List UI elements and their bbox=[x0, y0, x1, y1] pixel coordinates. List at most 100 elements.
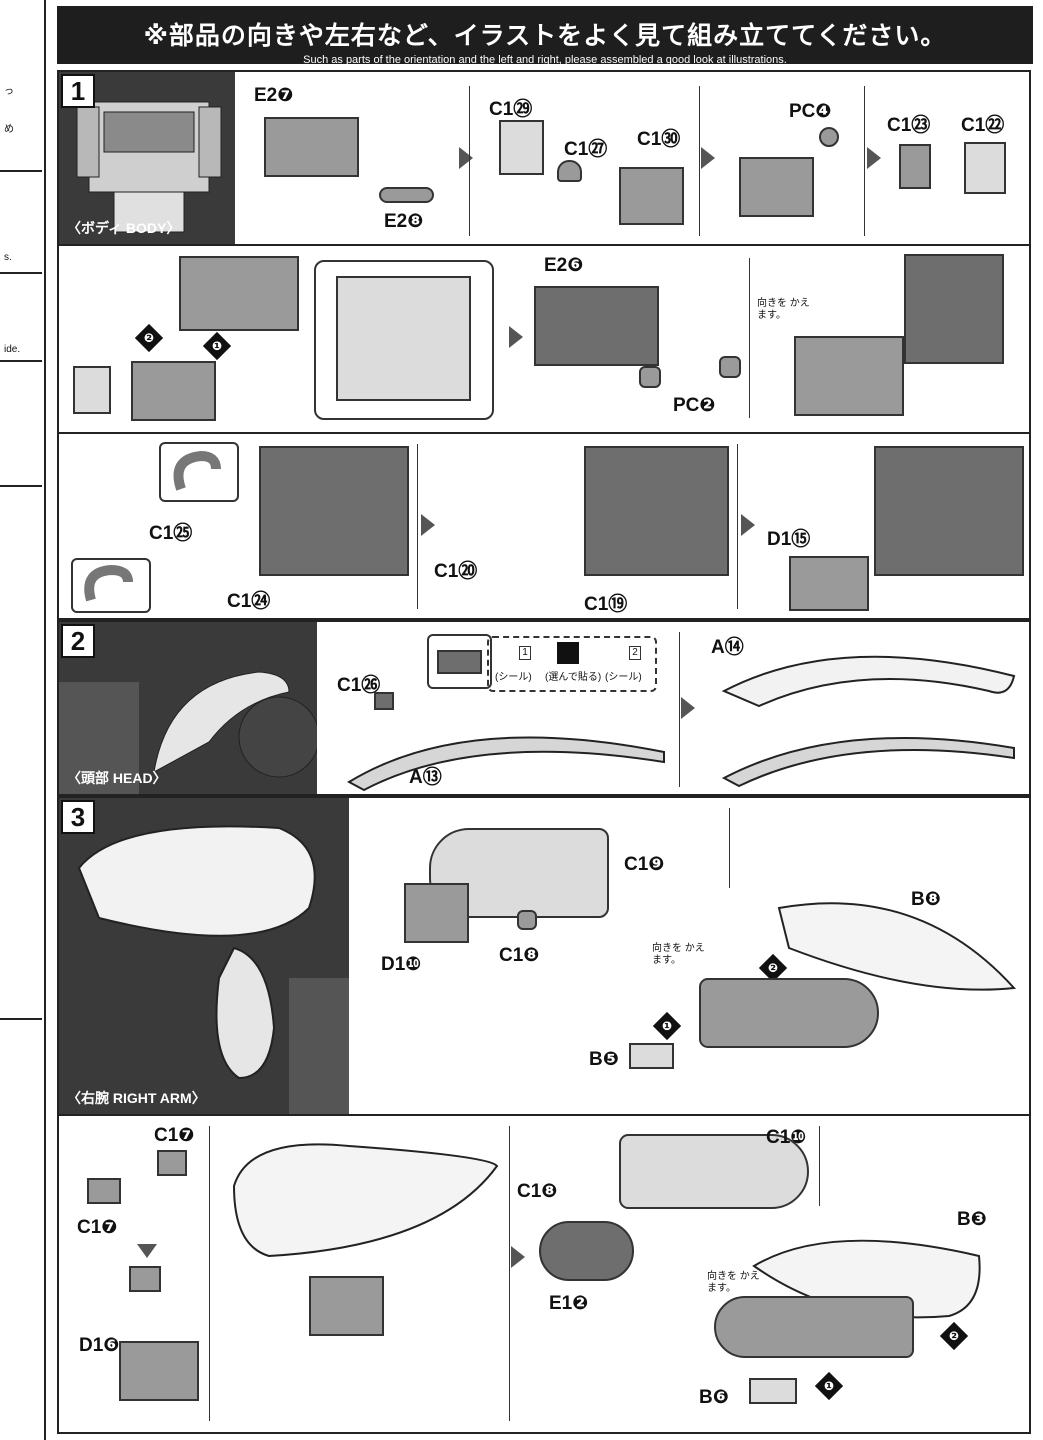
part-b5 bbox=[629, 1043, 674, 1069]
tube-icon bbox=[173, 450, 221, 491]
step-number: 1 bbox=[61, 74, 95, 108]
part-torso bbox=[584, 446, 729, 576]
part-label: E2❼ bbox=[254, 85, 294, 106]
strip-divider bbox=[0, 360, 42, 362]
part-c1-27 bbox=[557, 160, 582, 182]
strip-text: っ bbox=[4, 86, 14, 97]
part-label: C1㉒ bbox=[961, 115, 1005, 136]
divider bbox=[864, 86, 865, 236]
callout-box bbox=[427, 634, 492, 689]
strip-divider bbox=[0, 1018, 42, 1020]
part-label: C1❼ bbox=[154, 1125, 195, 1146]
part-label: B❻ bbox=[699, 1387, 729, 1408]
strip-divider bbox=[0, 272, 42, 274]
callout-box bbox=[314, 260, 494, 420]
step-arrow bbox=[509, 326, 523, 348]
part-assembly bbox=[739, 157, 814, 217]
part-label: A⑬ bbox=[409, 767, 442, 788]
head-photo-graphic bbox=[59, 671, 317, 794]
part-label: C1❿ bbox=[766, 1127, 807, 1148]
part-back bbox=[904, 254, 1004, 364]
tube-icon bbox=[84, 564, 133, 602]
sticker-seal: (シール) bbox=[605, 672, 642, 683]
part-label: PC❹ bbox=[789, 101, 832, 122]
part-b8 bbox=[777, 902, 1017, 991]
part-c1-8 bbox=[517, 910, 537, 930]
sticker-number: 1 bbox=[519, 646, 531, 660]
part-label: C1❾ bbox=[624, 854, 665, 875]
order-badge: ❷ bbox=[134, 323, 164, 353]
photo-label: 〈右腕 RIGHT ARM〉 bbox=[67, 1090, 206, 1106]
head-photo: 2 〈頭部 HEAD〉 bbox=[59, 622, 317, 794]
sticker-seal: (シール) bbox=[495, 672, 532, 683]
strip-divider bbox=[0, 170, 42, 172]
body-photo-graphic bbox=[76, 101, 222, 233]
part-c1-7 bbox=[87, 1178, 121, 1204]
part-arm-shell bbox=[699, 978, 879, 1048]
strip-divider bbox=[0, 485, 42, 487]
step-number: 2 bbox=[61, 624, 95, 658]
part-d1-6 bbox=[119, 1341, 199, 1401]
part-label: B❺ bbox=[589, 1049, 619, 1070]
step-arrow bbox=[701, 147, 715, 169]
divider bbox=[749, 258, 750, 418]
body-photo: 1 〈ボディ BODY〉 bbox=[59, 72, 235, 244]
sticker-choose-icon bbox=[557, 642, 579, 664]
part-c1-30 bbox=[619, 167, 684, 225]
part-c1-7 bbox=[157, 1150, 187, 1176]
photo-label: 〈ボディ BODY〉 bbox=[67, 220, 181, 236]
part-c1-26-zoom bbox=[437, 650, 482, 674]
part-e2-8 bbox=[379, 187, 434, 203]
divider bbox=[729, 808, 730, 888]
part-label: D1⑮ bbox=[767, 529, 811, 550]
part-label: C1㉙ bbox=[489, 99, 533, 120]
part-pc2 bbox=[719, 356, 741, 378]
part-label: C1㉗ bbox=[564, 139, 608, 160]
part-c1-23 bbox=[899, 144, 931, 189]
step-arrow bbox=[421, 514, 435, 536]
strip-text: s. bbox=[4, 252, 12, 263]
step-arrow bbox=[459, 147, 473, 169]
part-label: D1❻ bbox=[79, 1335, 120, 1356]
part-a13 bbox=[346, 736, 665, 792]
step1-row1: 1 〈ボディ BODY〉 E2❼ E2❽ C1㉙ C1㉗ C1㉚ PC❹ C1㉓… bbox=[57, 70, 1031, 246]
strip-text: ide. bbox=[4, 344, 21, 355]
step-arrow bbox=[511, 1246, 525, 1268]
part-label: C1❽ bbox=[499, 945, 540, 966]
down-arrow bbox=[137, 1244, 157, 1258]
part-label: C1❽ bbox=[517, 1181, 558, 1202]
orient-note: 向きを かえます。 bbox=[652, 943, 705, 966]
part-a13-target bbox=[721, 737, 1015, 788]
part-label: C1㉔ bbox=[227, 591, 271, 612]
part-label: C1⑲ bbox=[584, 594, 628, 615]
part-frame bbox=[179, 256, 299, 331]
divider bbox=[679, 632, 680, 787]
divider bbox=[469, 86, 470, 236]
divider bbox=[509, 1126, 510, 1421]
step2-panel: 2 〈頭部 HEAD〉 C1㉖ (シール) 1 (選んで貼る) 2 (シール) … bbox=[57, 620, 1031, 796]
step-number: 3 bbox=[61, 800, 95, 834]
orient-note: 向きを かえます。 bbox=[707, 1271, 760, 1294]
sticker-box: (シール) 1 (選んで貼る) 2 (シール) bbox=[487, 636, 657, 692]
arm-photo-graphic bbox=[77, 825, 349, 1114]
part-e1-2 bbox=[539, 1221, 634, 1281]
part-arm-shell bbox=[714, 1296, 914, 1358]
part-label: C1❼ bbox=[77, 1217, 118, 1238]
step3-row1: 3 〈右腕 RIGHT ARM〉 C1❾ D1❿ C1❽ 向きを かえます。 B… bbox=[57, 796, 1031, 1116]
callout-assembly bbox=[336, 276, 471, 401]
divider bbox=[417, 444, 418, 609]
part-label: E2❽ bbox=[384, 211, 424, 232]
order-badge: ❶ bbox=[202, 331, 232, 361]
part-label: C1㉖ bbox=[337, 675, 381, 696]
part-c1-7-joined bbox=[129, 1266, 161, 1292]
step3-row2: C1❼ C1❼ D1❻ C1❿ C1❽ E1❷ B❸ 向きを かえます。 ❷ B… bbox=[57, 1116, 1031, 1434]
sticker-choose: (選んで貼る) bbox=[545, 672, 602, 683]
orient-note: 向きを かえます。 bbox=[757, 298, 810, 321]
order-badge: ❶ bbox=[814, 1371, 844, 1401]
part-shell-inside bbox=[232, 1143, 499, 1258]
part-label: B❽ bbox=[911, 889, 941, 910]
part-torso bbox=[259, 446, 409, 576]
order-badge: ❷ bbox=[939, 1321, 969, 1351]
divider bbox=[737, 444, 738, 609]
part-label: PC❷ bbox=[673, 395, 716, 416]
